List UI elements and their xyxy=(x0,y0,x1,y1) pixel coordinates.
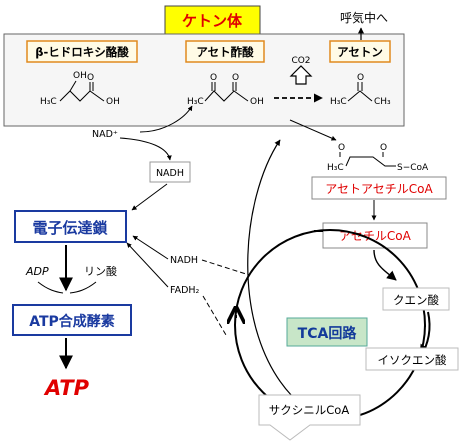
compound-label-acetoacetate: アセト酢酸 xyxy=(196,45,254,59)
svg-text:OH: OH xyxy=(250,97,264,107)
structure-acetoacetyl-coa: O O H₃C S−CoA xyxy=(327,143,429,173)
phosphate-label: リン酸 xyxy=(84,264,117,278)
compound-box-acetone: アセトン xyxy=(329,40,391,63)
etc-label: 電子伝達鎖 xyxy=(32,219,108,237)
svg-text:H₃C: H₃C xyxy=(330,97,347,107)
succinyl-coa-box: サクシニルCoA xyxy=(258,394,361,441)
atp-synthase-label: ATP合成酵素 xyxy=(29,313,115,330)
etc-box: 電子伝達鎖 xyxy=(14,210,127,243)
compound-box-acetoacetate: アセト酢酸 xyxy=(185,40,265,63)
co2-label: CO2 xyxy=(291,56,310,66)
exhale-label: 呼気中へ xyxy=(340,10,388,25)
citrate-label: クエン酸 xyxy=(393,293,439,307)
nadh-tca-label: NADH xyxy=(170,255,198,266)
ketone-title-box: ケトン体 xyxy=(164,5,261,35)
tca-label-box: TCA回路 xyxy=(286,317,368,347)
adp-label: ADP xyxy=(25,265,49,278)
svg-text:OH: OH xyxy=(106,97,120,107)
phosphate-merge-curve xyxy=(69,281,97,294)
structure-acetone: H₃C CH₃ O xyxy=(330,73,391,107)
nadh-to-etc-arrow xyxy=(131,183,168,211)
nadh-top-box xyxy=(149,161,191,183)
fadh2-dashed xyxy=(202,295,227,336)
adp-merge-curve xyxy=(37,281,64,294)
svg-text:O: O xyxy=(210,73,217,83)
nadh-tca-dashed xyxy=(201,259,247,275)
structure-acetoacetate: H₃C O O OH xyxy=(187,73,264,107)
compound-box-bhb: β-ヒドロキシ酪酸 xyxy=(26,40,138,63)
atp-label: ATP xyxy=(43,376,90,400)
svg-text:OH: OH xyxy=(73,71,87,81)
bhb-to-acetoacetate-arrow xyxy=(139,105,193,133)
fadh2-label: FADH₂ xyxy=(170,285,200,296)
fadh2-to-etc-arrow xyxy=(126,242,169,288)
nadh-top-label: NADH xyxy=(156,168,184,179)
acetoacetyl-coa-label: アセトアセチルCoA xyxy=(325,182,433,196)
svg-text:O: O xyxy=(87,73,94,83)
acetyl-coa-box: アセチルCoA xyxy=(322,222,428,249)
isocitrate-label: イソクエン酸 xyxy=(378,353,447,367)
ketone-title-text: ケトン体 xyxy=(182,12,243,30)
atp-synthase-box: ATP合成酵素 xyxy=(12,304,132,336)
tca-cycle-chevrons xyxy=(236,230,426,409)
nad-to-nadh-path xyxy=(119,137,172,161)
nadh-tca-to-etc-arrow xyxy=(132,235,169,260)
svg-text:S−CoA: S−CoA xyxy=(397,163,429,173)
compound-label-bhb: β-ヒドロキシ酪酸 xyxy=(35,45,129,59)
svg-text:H₃C: H₃C xyxy=(187,97,204,107)
acetyl-coa-label: アセチルCoA xyxy=(339,229,411,243)
nad-plus-label: NAD⁺ xyxy=(92,129,118,140)
succinyl-coa-transfer-arrow xyxy=(247,139,293,397)
svg-text:O: O xyxy=(380,143,387,153)
compound-label-acetone: アセトン xyxy=(337,45,383,59)
co2-hollow-arrow xyxy=(289,65,313,85)
svg-text:H₃C: H₃C xyxy=(40,97,57,107)
isocitrate-box: イソクエン酸 xyxy=(365,347,459,371)
tca-label: TCA回路 xyxy=(298,325,358,342)
svg-text:CH₃: CH₃ xyxy=(374,97,391,107)
acetoacetyl-coa-box: アセトアセチルCoA xyxy=(311,176,447,200)
svg-text:O: O xyxy=(232,73,239,83)
svg-text:H₃C: H₃C xyxy=(327,163,344,173)
succinyl-coa-label: サクシニルCoA xyxy=(269,403,350,417)
svg-text:O: O xyxy=(357,73,364,83)
citrate-box: クエン酸 xyxy=(382,287,450,311)
structure-bhb: OH H₃C OH O xyxy=(40,71,120,107)
acetoacetate-to-coa-arrow xyxy=(289,119,337,141)
svg-text:O: O xyxy=(338,143,345,153)
acetyl-to-citrate-arrow xyxy=(373,249,397,281)
